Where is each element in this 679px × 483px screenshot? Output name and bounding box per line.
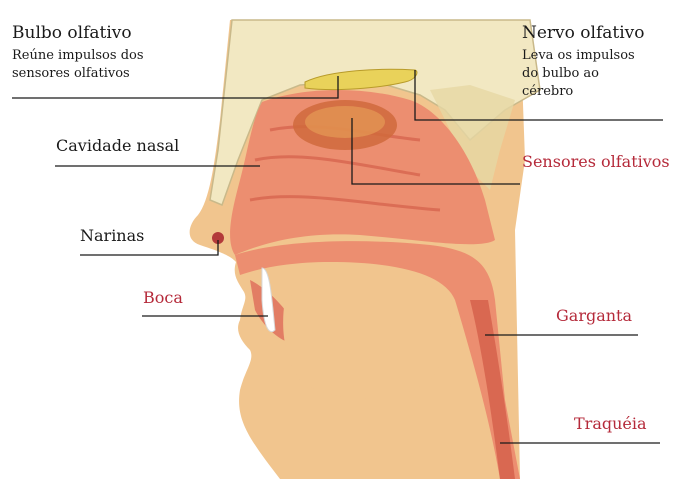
- label-bulbo-desc-2: sensores olfativos: [12, 66, 130, 82]
- tongue: [283, 278, 450, 399]
- label-bulbo-title: Bulbo olfativo: [12, 24, 132, 43]
- olfactory-epithelium-dots: [305, 106, 385, 138]
- label-cavidade-nasal: Cavidade nasal: [56, 136, 179, 155]
- label-nervo-title: Nervo olfativo: [522, 24, 645, 43]
- label-traqueia: Traquéia: [574, 414, 647, 433]
- label-nervo-desc-2: do bulbo ao: [522, 66, 599, 82]
- label-sensores-olfativos: Sensores olfativos: [522, 152, 670, 171]
- label-nervo-desc-1: Leva os impulsos: [522, 48, 635, 64]
- label-narinas: Narinas: [80, 226, 144, 245]
- label-garganta: Garganta: [556, 306, 632, 325]
- label-nervo-desc-3: cérebro: [522, 84, 573, 100]
- label-bulbo-desc-1: Reúne impulsos dos: [12, 48, 144, 64]
- label-boca: Boca: [143, 288, 183, 307]
